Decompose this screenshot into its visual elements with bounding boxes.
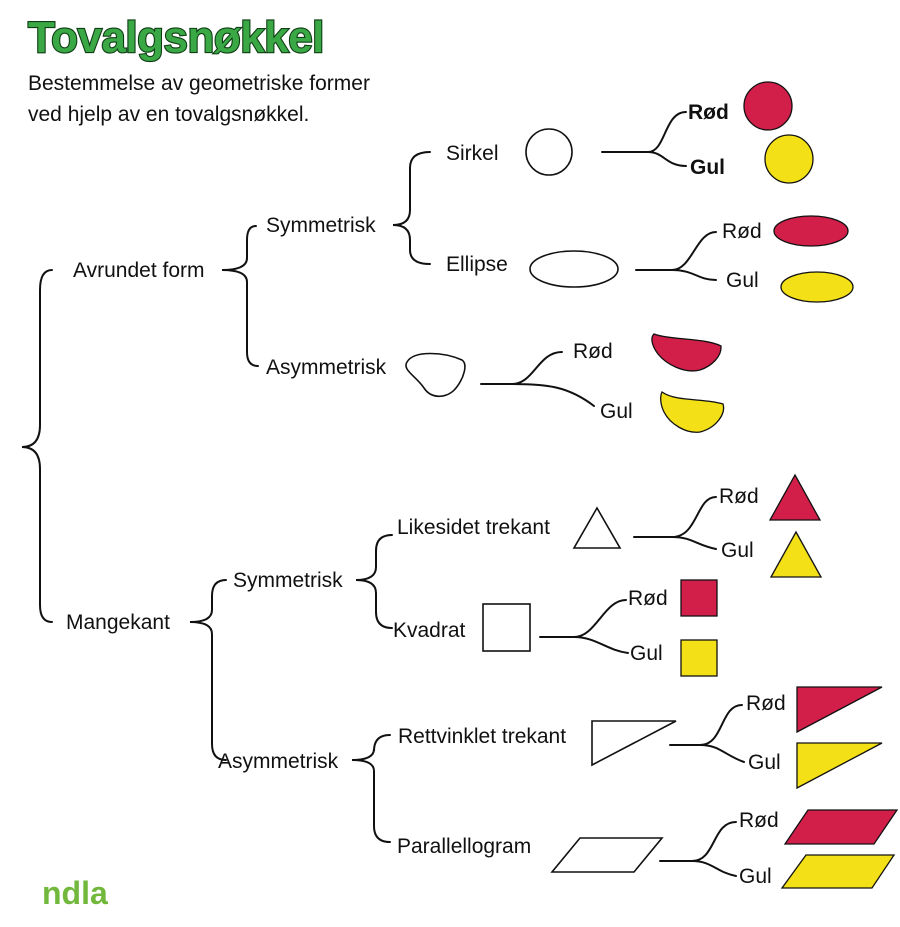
yellow-blob-icon <box>660 391 725 433</box>
parallellogram-fork <box>659 821 737 877</box>
label-avrundet-asymmetrisk: Asymmetrisk <box>266 356 387 379</box>
sirkel-outline-icon <box>525 128 573 176</box>
label-kvadrat: Kvadrat <box>393 619 466 642</box>
sirkel-fork <box>601 111 687 167</box>
label-trekant-rod: Rød <box>719 485 759 508</box>
label-parallellogram: Parallellogram <box>397 835 531 858</box>
rettvinklet-fork <box>669 704 745 763</box>
yellow-ellipse-icon <box>780 271 854 303</box>
asymmetric-blob-outline-icon <box>405 352 466 398</box>
red-parallelogram-icon <box>783 809 899 845</box>
ellipse-fork <box>635 231 717 281</box>
subtitle-line-1: Bestemmelse av geometriske former <box>28 72 370 95</box>
label-blob-rod: Rød <box>573 340 613 363</box>
kvadrat-fork <box>539 599 629 654</box>
mangekant-brace <box>189 579 227 761</box>
label-sirkel-gul: Gul <box>690 156 725 179</box>
ndla-logo: ndla <box>42 875 108 911</box>
parallelogram-outline-icon <box>550 837 664 873</box>
label-sirkel: Sirkel <box>446 142 499 165</box>
likesidet-fork <box>633 496 717 550</box>
label-blob-gul: Gul <box>600 400 633 423</box>
yellow-right-triangle-icon <box>796 742 883 790</box>
label-parallellogram-gul: Gul <box>739 865 772 888</box>
label-avrundet-form: Avrundet form <box>73 259 205 282</box>
label-rettvinklet-gul: Gul <box>748 751 781 774</box>
yellow-circle-icon <box>764 134 814 184</box>
mangekant-symmetrisk-brace <box>355 534 393 629</box>
red-square-icon <box>680 579 718 617</box>
label-parallellogram-rod: Rød <box>739 809 779 832</box>
yellow-triangle-icon <box>769 530 823 578</box>
avrundet-brace <box>221 225 259 367</box>
mangekant-asymmetrisk-brace <box>351 734 391 843</box>
label-mangekant-asymmetrisk: Asymmetrisk <box>218 750 339 773</box>
square-outline-icon <box>482 603 531 652</box>
label-rettvinklet-trekant: Rettvinklet trekant <box>398 725 566 748</box>
label-likesidet-trekant: Likesidet trekant <box>397 516 550 539</box>
label-kvadrat-gul: Gul <box>630 642 663 665</box>
red-ellipse-icon <box>773 215 849 247</box>
red-triangle-icon <box>768 473 822 521</box>
yellow-parallelogram-icon <box>780 854 896 889</box>
yellow-square-icon <box>680 639 718 677</box>
page-title: Tovalgsnøkkel <box>28 13 324 62</box>
root-brace <box>21 269 53 623</box>
label-mangekant: Mangekant <box>66 611 170 634</box>
red-circle-icon <box>743 81 793 131</box>
label-sirkel-rod: Rød <box>688 101 729 124</box>
label-mangekant-symmetrisk: Symmetrisk <box>233 569 343 592</box>
label-ellipse-gul: Gul <box>726 269 759 292</box>
label-ellipse-rod: Rød <box>722 220 762 243</box>
label-kvadrat-rod: Rød <box>628 587 668 610</box>
asymmetrisk-rund-fork <box>480 351 595 407</box>
equilateral-triangle-outline-icon <box>572 506 622 549</box>
ellipse-outline-icon <box>529 250 619 288</box>
red-blob-icon <box>651 333 722 372</box>
label-rettvinklet-rod: Rød <box>746 692 786 715</box>
label-ellipse: Ellipse <box>446 253 508 276</box>
label-trekant-gul: Gul <box>721 539 754 562</box>
subtitle-line-2: ved hjelp av en tovalgsnøkkel. <box>28 103 309 126</box>
avrundet-symmetrisk-brace <box>392 151 431 265</box>
label-avrundet-symmetrisk: Symmetrisk <box>266 214 376 237</box>
right-triangle-outline-icon <box>591 720 677 767</box>
red-right-triangle-icon <box>796 686 883 734</box>
